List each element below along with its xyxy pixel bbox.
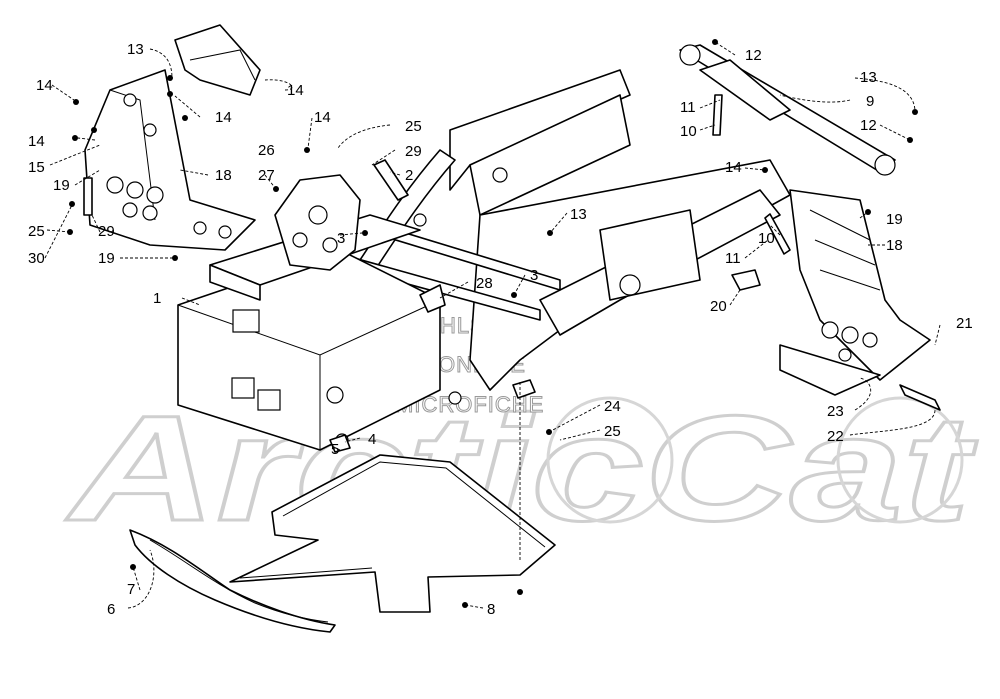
callout-19: 19 — [98, 250, 115, 267]
callout-14: 14 — [725, 159, 742, 176]
callout-13: 13 — [860, 69, 877, 86]
callout-14: 14 — [28, 133, 45, 150]
part-10-top — [712, 94, 723, 136]
callout-21: 21 — [956, 315, 973, 332]
callout-14: 14 — [314, 109, 331, 126]
callout-17: 15 — [28, 159, 45, 176]
callout-8: 8 — [487, 601, 495, 618]
callout-11: 11 — [725, 250, 741, 267]
left-side-bracket — [84, 69, 256, 251]
callout-7: 7 — [127, 581, 135, 598]
callout-12: 12 — [745, 47, 762, 64]
callout-27: 27 — [258, 167, 275, 184]
callout-15: 14 — [287, 82, 304, 99]
callouts: 13 14 14 14 14 15 19 18 25 30 29 19 14 2… — [28, 41, 973, 618]
part-28 — [419, 284, 446, 313]
callout-23: 23 — [827, 403, 844, 420]
callout-25: 25 — [405, 118, 422, 135]
callout-22: 22 — [827, 428, 844, 445]
callout-25: 25 — [28, 223, 45, 240]
callout-6: 6 — [107, 601, 115, 618]
callout-29: 29 — [98, 223, 115, 240]
callout-13: 13 — [127, 41, 144, 58]
steering-support-bracket — [174, 24, 261, 96]
callout-18: 18 — [886, 237, 903, 254]
callout-30: 30 — [28, 250, 45, 267]
part-29-left — [83, 177, 93, 216]
callout-11: 11 — [680, 99, 696, 116]
callout-10: 10 — [680, 123, 697, 140]
callout-20: 20 — [710, 298, 727, 315]
steering-shaft — [679, 44, 896, 176]
part-29-center — [373, 159, 409, 201]
callout-29: 29 — [405, 143, 422, 160]
callout-19: 19 — [53, 177, 70, 194]
part-24 — [512, 379, 536, 399]
callout-9: 9 — [866, 93, 874, 110]
callout-14: 14 — [215, 109, 232, 126]
callout-28: 28 — [476, 275, 493, 292]
callout-13: 13 — [570, 206, 587, 223]
callout-10: 10 — [758, 230, 775, 247]
callout-26: 26 — [258, 142, 275, 159]
callout-12: 12 — [860, 117, 877, 134]
callout-24: 24 — [604, 398, 621, 415]
callout-3: 3 — [337, 230, 345, 247]
callout-2: 2 — [405, 167, 413, 184]
right-side-bracket — [789, 189, 931, 381]
callout-25: 25 — [604, 423, 621, 440]
watermark-wheel-1 — [546, 396, 674, 524]
callout-1: 1 — [153, 290, 161, 307]
callout-18: 18 — [215, 167, 232, 184]
belly-pan — [229, 454, 556, 613]
steering-post-support — [274, 174, 361, 271]
callout-19: 19 — [886, 211, 903, 228]
chassis-tunnel — [289, 69, 791, 391]
callout-4: 4 — [368, 431, 376, 448]
watermark-wheel-2 — [836, 396, 964, 524]
callout-16: 14 — [36, 77, 53, 94]
part-10-right — [764, 213, 791, 255]
leader-lines — [44, 41, 941, 609]
right-bracket-base — [779, 344, 941, 411]
callout-5: 5 — [331, 441, 339, 458]
callout-3: 3 — [530, 267, 538, 284]
part-20 — [731, 269, 761, 291]
front-nose-guard — [129, 529, 336, 633]
